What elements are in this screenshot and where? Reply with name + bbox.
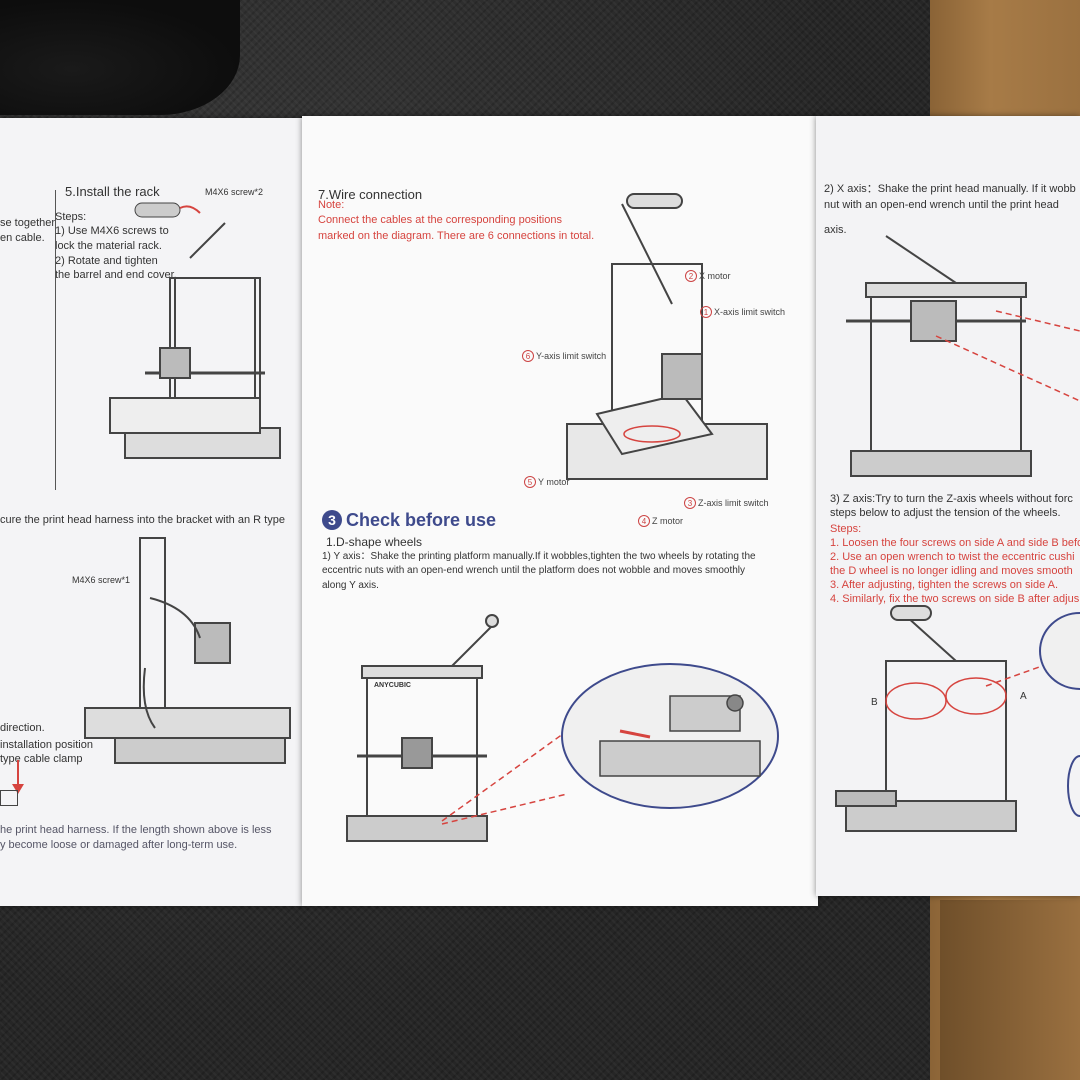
step-text: the barrel and end cover. [55, 269, 177, 281]
z-step: the D wheel is no longer idling and move… [830, 565, 1073, 577]
side-label-b: B [871, 697, 878, 708]
step-text: lock the material rack. [55, 240, 162, 252]
arrow-icon [12, 760, 24, 794]
steps-heading: Steps: [830, 523, 862, 535]
cable-clamp-text: type cable clamp [0, 753, 83, 765]
cardboard-box-corner [940, 900, 1080, 1080]
cutoff-text: se together [0, 217, 56, 229]
printer-illustration-x-axis [846, 235, 1080, 477]
section-5-title: 5.Install the rack [65, 184, 160, 199]
z-axis-instruction: 3) Z axis:Try to turn the Z-axis wheels … [830, 493, 1073, 505]
printer-illustration-wiring [566, 193, 768, 480]
x-axis-instruction: 2) X axis：Shake the print head manually.… [824, 183, 1076, 195]
z-step: 3. After adjusting, tighten the screws o… [830, 579, 1059, 591]
section-6-text: cure the print head harness into the bra… [0, 514, 285, 526]
section-number-badge: 3 [322, 510, 342, 530]
screw-label: M4X6 screw*1 [72, 575, 131, 585]
x-axis-instruction: axis. [824, 224, 847, 236]
brand-label: ANYCUBIC [374, 682, 411, 689]
y-axis-instruction: 1) Y axis：Shake the printing platform ma… [322, 551, 756, 562]
install-position-text: installation position [0, 739, 93, 751]
note-line: Connect the cables at the corresponding … [318, 214, 562, 226]
printer-illustration-rack [109, 202, 281, 459]
cutoff-text: en cable. [0, 232, 45, 244]
black-bag [0, 0, 240, 115]
d-shape-wheels-subtitle: 1.D-shape wheels [326, 535, 423, 549]
printer-illustration-harness [84, 537, 291, 764]
note-label: Note: [318, 199, 345, 211]
screw-label: M4X6 screw*2 [205, 187, 264, 197]
zoom-lines [441, 730, 568, 825]
zoomed-wheel-detail [561, 663, 779, 809]
z-step: 4. Similarly, fix the two screws on side… [830, 593, 1080, 605]
step-text: 2) Rotate and tighten [55, 255, 158, 267]
direction-text: direction. [0, 722, 45, 734]
y-axis-instruction: along Y axis. [322, 580, 379, 591]
step-text: 1) Use M4X6 screws to [55, 225, 169, 237]
z-step: 2. Use an open wrench to twist the eccen… [830, 551, 1075, 563]
steps-heading: Steps: [55, 211, 87, 223]
manual-panel-middle: 7.Wire connection Note: Connect the cabl… [302, 116, 818, 906]
harness-note: he print head harness. If the length sho… [0, 824, 272, 836]
harness-note: y become loose or damaged after long-ter… [0, 839, 238, 851]
z-step: 1. Loosen the four screws on side A and … [830, 537, 1080, 549]
x-axis-instruction: nut with an open-end wrench until the pr… [824, 199, 1059, 211]
divider-line [55, 190, 56, 490]
clamp-box [0, 790, 18, 806]
printer-illustration-z-axis [835, 605, 1080, 832]
z-axis-instruction: steps below to adjust the tension of the… [830, 507, 1061, 519]
side-label-a: A [1020, 691, 1027, 702]
y-axis-instruction: eccentric nuts with an open-end wrench u… [322, 565, 746, 576]
manual-panel-right: 2) X axis：Shake the print head manually.… [816, 116, 1080, 896]
printer-illustration-check [346, 614, 499, 842]
note-line: marked on the diagram. There are 6 conne… [318, 230, 595, 242]
section-7-title: 7.Wire connection [318, 187, 423, 202]
manual-panel-left: 5.Install the rack M4X6 screw*2 se toget… [0, 118, 305, 906]
